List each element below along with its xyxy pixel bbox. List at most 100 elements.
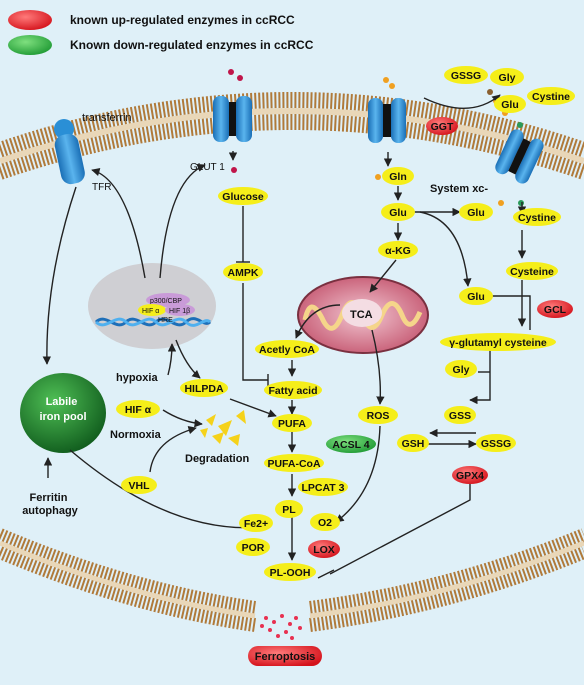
lower-membrane — [0, 528, 584, 632]
node-gly-low: Gly — [445, 360, 477, 378]
legend-up-label: known up-regulated enzymes in ccRCC — [70, 13, 295, 27]
node-por: POR — [236, 538, 270, 556]
node-acsl4-shape — [326, 435, 376, 453]
transferrin-label: transferrin — [82, 112, 132, 124]
node-gcl-label: GCL — [544, 304, 567, 316]
ferroptosis-badge-shape — [248, 646, 322, 666]
node-gly-low-shape — [445, 360, 477, 378]
node-lox: LOX — [308, 540, 340, 558]
node-ampk: AMPK — [223, 263, 263, 281]
labile-iron-pool-line2: iron pool — [39, 411, 86, 423]
legend-up-swatch — [8, 10, 52, 30]
node-akg-label: α-KG — [385, 245, 411, 257]
node-lox-label: LOX — [313, 544, 335, 556]
node-glucose-shape — [218, 187, 268, 205]
node-gssg-low-label: GSSG — [481, 438, 511, 450]
node-por-shape — [236, 538, 270, 556]
upper-membrane — [0, 92, 584, 180]
node-gssg-top-shape — [444, 66, 488, 84]
node-pufa-shape — [272, 414, 312, 432]
degradation-label: Degradation — [185, 453, 249, 465]
node-pufa-coa-label: PUFA-CoA — [267, 458, 320, 470]
pathway-arrows — [42, 94, 531, 579]
tfr-label: TFR — [92, 182, 111, 193]
node-gamma-glu-cys: γ-glutamyl cysteine — [440, 333, 556, 351]
node-ros-label: ROS — [367, 410, 390, 422]
node-gln-shape — [382, 167, 414, 185]
node-glu-mid: Glu — [381, 203, 415, 221]
node-ggt-label: GGT — [431, 121, 454, 133]
node-glu-top-label: Glu — [501, 99, 519, 111]
node-acetyl-coa-shape — [255, 340, 319, 358]
node-gamma-glu-cys-shape — [440, 333, 556, 351]
node-pufa-coa-shape — [264, 454, 324, 472]
legend-down-swatch — [8, 35, 52, 55]
labile-iron-pool — [20, 373, 106, 453]
glut1-channel — [213, 96, 252, 142]
node-pl: PL — [275, 500, 303, 518]
node-acetyl-coa: Acetly CoA — [255, 340, 319, 358]
mitochondrion — [297, 276, 429, 354]
node-gssg-top: GSSG — [444, 66, 488, 84]
node-acetyl-coa-label: Acetly CoA — [259, 344, 315, 356]
node-gss-label: GSS — [449, 410, 471, 422]
node-lpcat3-label: LPCAT 3 — [302, 482, 345, 494]
node-hilpda: HILPDA — [180, 379, 228, 397]
ferritin-autophagy-label: Ferritin autophagy — [22, 492, 78, 517]
node-ros-shape — [358, 406, 398, 424]
hif-beta-complex-label: HIF 1β — [169, 308, 190, 315]
node-gssg-top-label: GSSG — [451, 70, 481, 82]
node-gcl-shape — [537, 300, 573, 318]
node-gss: GSS — [444, 406, 476, 424]
node-lpcat3-shape — [298, 478, 348, 496]
ferritin-autophagy-line1: Ferritin — [30, 492, 68, 504]
node-cystine-in-label: Cystine — [518, 212, 556, 224]
node-pl-ooh-label: PL-OOH — [270, 567, 311, 579]
node-glu-top: Glu — [494, 95, 526, 113]
node-fatty-acid-shape — [264, 381, 322, 399]
node-vhl: VHL — [121, 476, 157, 494]
node-fatty-acid-label: Fatty acid — [268, 385, 317, 397]
hre-label: HRE — [158, 317, 173, 324]
node-por-label: POR — [242, 542, 265, 554]
node-fe2-label: Fe2+ — [244, 518, 268, 530]
node-ggt-shape — [426, 117, 458, 135]
node-glu-mid-shape — [381, 203, 415, 221]
hif-p300-label: p300/CBP — [150, 298, 182, 305]
ferroptosis-label: Ferroptosis — [255, 651, 316, 663]
node-hif-alpha: HIF α — [116, 400, 160, 418]
node-glucose-label: Glucose — [222, 191, 264, 203]
degradation-fragments — [200, 410, 246, 446]
node-acsl4-label: ACSL 4 — [332, 439, 369, 451]
node-gpx4-shape — [452, 466, 488, 484]
node-gcl: GCL — [537, 300, 573, 318]
node-cysteine: Cysteine — [506, 262, 558, 280]
node-glu-low-shape — [459, 287, 493, 305]
legend: known up-regulated enzymes in ccRCC Know… — [8, 10, 314, 55]
node-glu-xc-shape — [459, 203, 493, 221]
node-lpcat3: LPCAT 3 — [298, 478, 348, 496]
node-pufa-coa: PUFA-CoA — [264, 454, 324, 472]
node-o2: O2 — [310, 513, 340, 531]
node-cystine-top-label: Cystine — [532, 91, 570, 103]
node-gssg-low: GSSG — [476, 434, 516, 452]
gln-channel — [368, 98, 406, 143]
node-o2-label: O2 — [318, 517, 332, 529]
node-ampk-shape — [223, 263, 263, 281]
glut1-label: GLUT 1 — [190, 162, 225, 173]
ferroptosis-spray — [260, 614, 302, 640]
node-gln: Gln — [382, 167, 414, 185]
node-cystine-top: Cystine — [527, 87, 575, 105]
node-glu-low: Glu — [459, 287, 493, 305]
node-hilpda-shape — [180, 379, 228, 397]
node-glu-xc: Glu — [459, 203, 493, 221]
node-gly-top-label: Gly — [499, 72, 516, 84]
node-akg-shape — [378, 241, 418, 259]
node-glu-mid-label: Glu — [389, 207, 407, 219]
node-glu-xc-label: Glu — [467, 207, 485, 219]
node-pl-ooh-shape — [264, 563, 316, 581]
node-pl-shape — [275, 500, 303, 518]
node-gamma-glu-cys-label: γ-glutamyl cysteine — [449, 337, 547, 349]
node-pl-label: PL — [282, 504, 296, 516]
